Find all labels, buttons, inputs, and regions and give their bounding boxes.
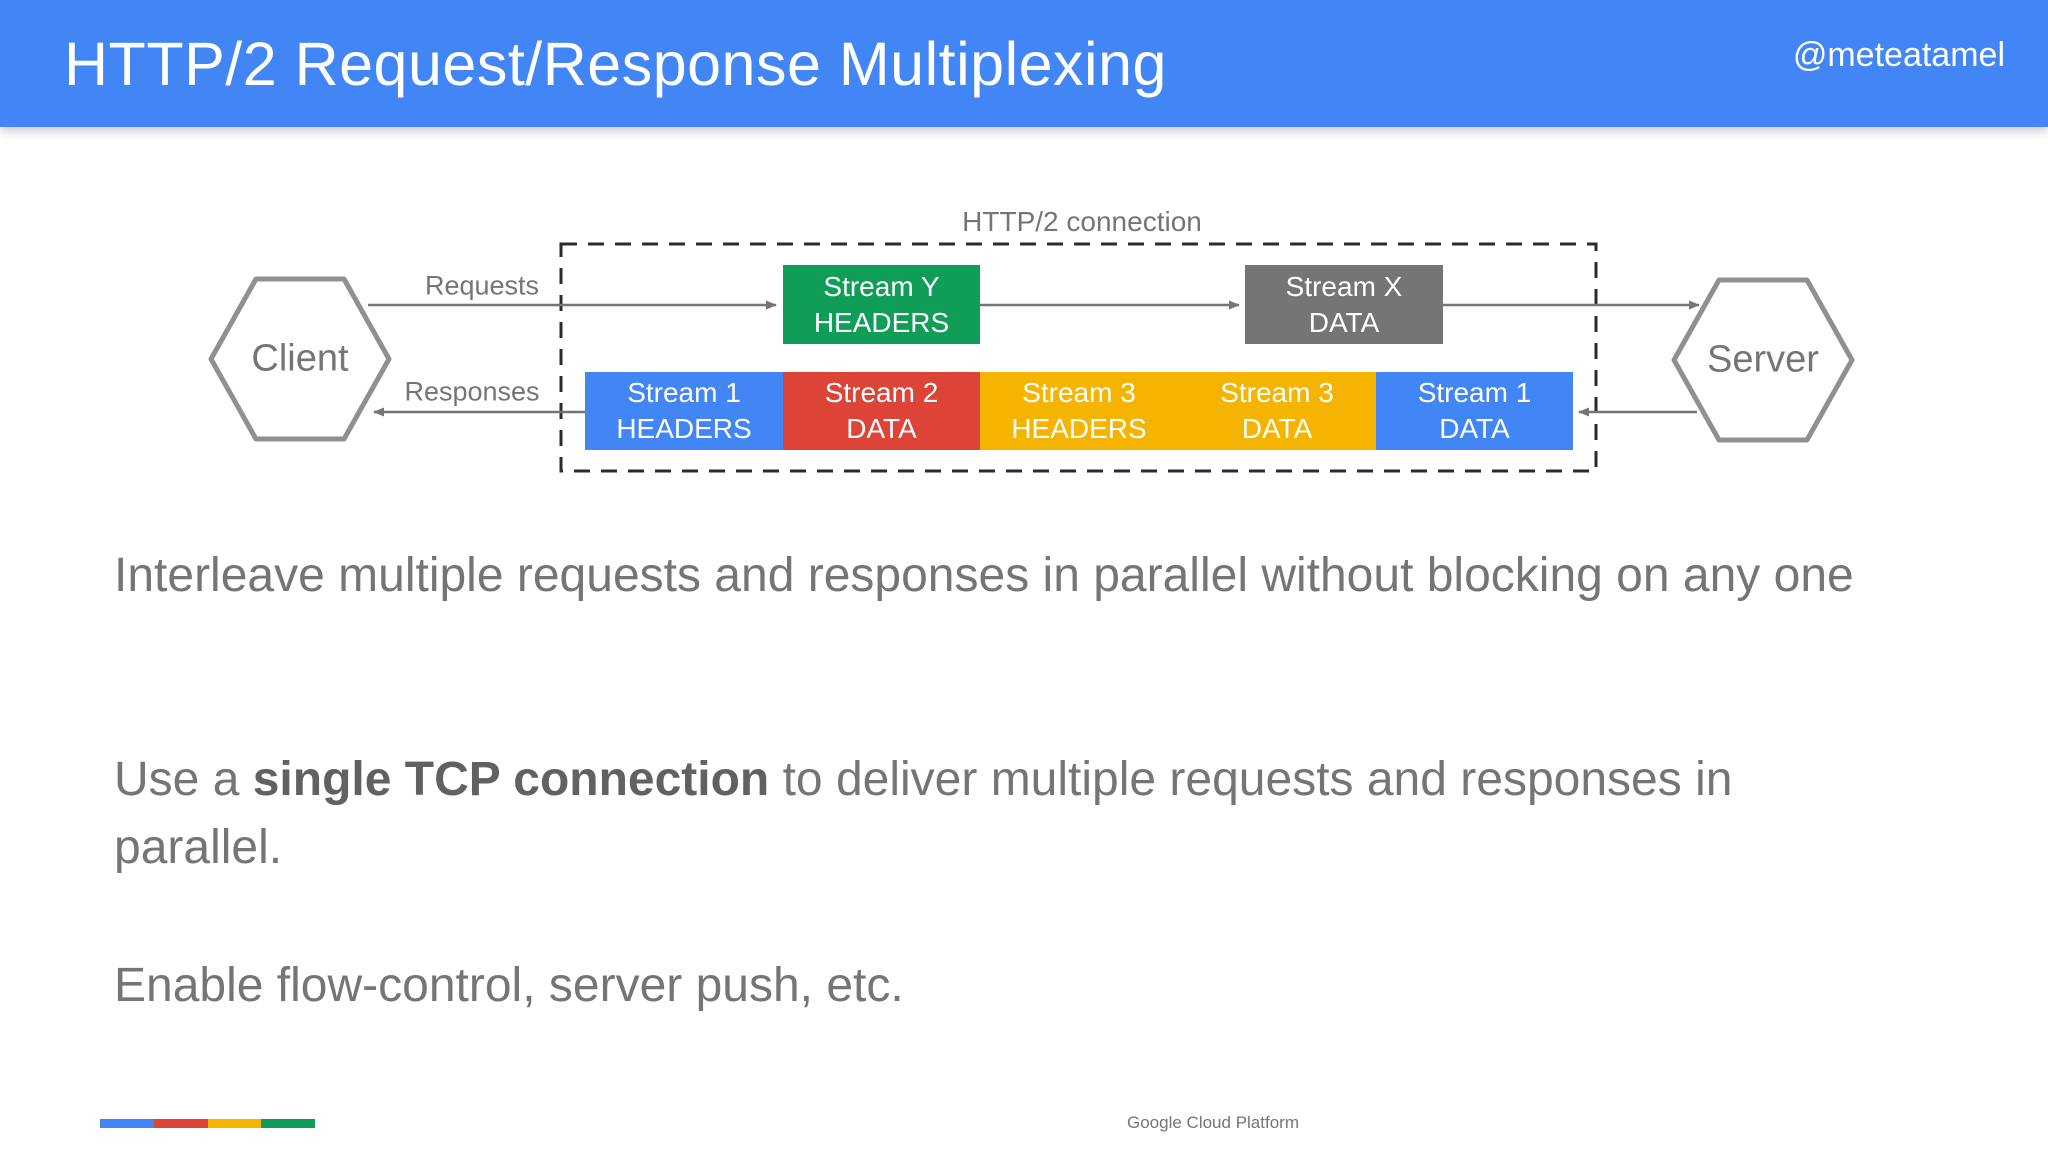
stream-box-line2: DATA — [846, 413, 917, 444]
hexagon-shape — [208, 276, 392, 442]
bar-segment-blue — [100, 1119, 154, 1128]
bar-segment-green — [261, 1119, 315, 1128]
page-title: HTTP/2 Request/Response Multiplexing — [64, 29, 1167, 98]
stream-box-3-headers: Stream 3 HEADERS — [980, 372, 1178, 450]
stream-box-2-data: Stream 2 DATA — [783, 372, 980, 450]
stream-box-line2: DATA — [1439, 413, 1510, 444]
stream-box-line2: HEADERS — [616, 413, 752, 444]
stream-box-3-data: Stream 3 DATA — [1178, 372, 1376, 450]
bullet-single-tcp: Use a single TCP connection to deliver m… — [114, 746, 1904, 882]
stream-box-line1: Stream 1 — [627, 377, 741, 408]
stream-box-line1: Stream Y — [823, 270, 940, 302]
bullet-single-tcp-bold: single TCP connection — [252, 753, 770, 806]
bullet-interleave: Interleave multiple requests and respons… — [114, 549, 1854, 602]
stream-box-line1: Stream X — [1285, 270, 1403, 302]
bullet-single-tcp-suffix: to deliver multiple requests and respons… — [114, 753, 1733, 874]
twitter-handle: @meteatamel — [1792, 36, 2005, 74]
bar-segment-yellow — [207, 1119, 262, 1128]
server-node: Server — [1670, 276, 1856, 444]
bullet-single-tcp-prefix: Use a — [114, 753, 253, 806]
stream-box-line1: Stream 3 — [1220, 377, 1334, 408]
stream-box-x-data: Stream X DATA — [1245, 265, 1443, 344]
stream-box-line1: Stream 1 — [1417, 377, 1532, 408]
bar-segment-red — [153, 1119, 208, 1128]
stream-box-line2: HEADERS — [813, 306, 950, 338]
client-label: Client — [251, 337, 349, 380]
requests-label: Requests — [424, 270, 540, 301]
stream-box-1-data: Stream 1 DATA — [1376, 372, 1573, 450]
client-node: Client — [207, 275, 393, 443]
hexagon-shape — [1671, 277, 1855, 443]
stream-box-line2: DATA — [1308, 306, 1380, 338]
server-label: Server — [1707, 338, 1819, 381]
google-cloud-platform-label: Google Cloud Platform — [1127, 1113, 1299, 1132]
stream-box-line2: DATA — [1241, 413, 1313, 444]
google-colors-bar — [100, 1119, 315, 1128]
http2-connection-label: HTTP/2 connection — [962, 206, 1202, 237]
stream-box-line1: Stream 2 — [824, 377, 939, 408]
responses-label: Responses — [404, 376, 540, 407]
stream-box-y-headers: Stream Y HEADERS — [783, 265, 980, 344]
header-bar: HTTP/2 Request/Response Multiplexing @me… — [0, 0, 2048, 127]
bullet-flow-control: Enable flow-control, server push, etc. — [114, 959, 904, 1012]
stream-box-1-headers: Stream 1 HEADERS — [585, 372, 783, 450]
stream-box-line2: HEADERS — [1011, 413, 1147, 444]
stream-box-line1: Stream 3 — [1022, 377, 1136, 408]
